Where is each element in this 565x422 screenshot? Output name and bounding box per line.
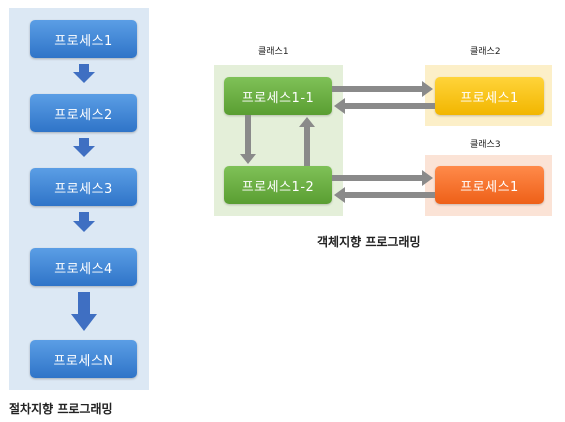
proc-arrow-4-n [71,292,97,331]
class2-process-label: 프로세스1 [460,90,519,106]
class3-process-label: 프로세스1 [460,179,519,195]
class3-process-box: 프로세스1 [435,166,544,204]
process-box-2: 프로세스2 [30,94,137,132]
process-box-n-label: 프로세스N [53,353,114,369]
oo-arrow-1-1-to-1-2 [240,115,256,164]
proc-arrow-1-2 [73,64,95,83]
class1-label: 클래스1 [258,47,289,57]
procedural-caption: 절차지향 프로그래밍 [9,402,113,416]
process-box-4: 프로세스4 [30,248,137,286]
class2-process-box: 프로세스1 [435,77,544,115]
proc-arrow-3-4 [73,212,95,232]
oo-arrow-1-2-to-1-1 [299,117,315,166]
object-oriented-caption: 객체지향 프로그래밍 [317,235,421,249]
class2-label: 클래스2 [470,47,501,57]
oo-arrow-class2-to-1-1 [334,98,435,114]
oo-arrow-class3-to-1-2 [334,187,435,203]
class1-process-a-label: 프로세스1-1 [241,90,315,106]
process-box-3: 프로세스3 [30,168,137,206]
process-box-3-label: 프로세스3 [54,181,113,197]
oo-arrow-1-2-to-class3 [332,170,433,186]
process-box-n: 프로세스N [30,340,137,378]
process-box-4-label: 프로세스4 [54,261,113,277]
class1-process-b-label: 프로세스1-2 [241,179,315,195]
proc-arrow-2-3 [73,138,95,157]
process-box-1-label: 프로세스1 [54,33,113,49]
class1-process-b-box: 프로세스1-2 [224,166,332,204]
class1-process-a-box: 프로세스1-1 [224,77,332,115]
oo-arrow-1-1-to-class2 [332,81,433,97]
process-box-1: 프로세스1 [30,20,137,58]
process-box-2-label: 프로세스2 [54,107,113,123]
class3-label: 클래스3 [470,140,501,150]
